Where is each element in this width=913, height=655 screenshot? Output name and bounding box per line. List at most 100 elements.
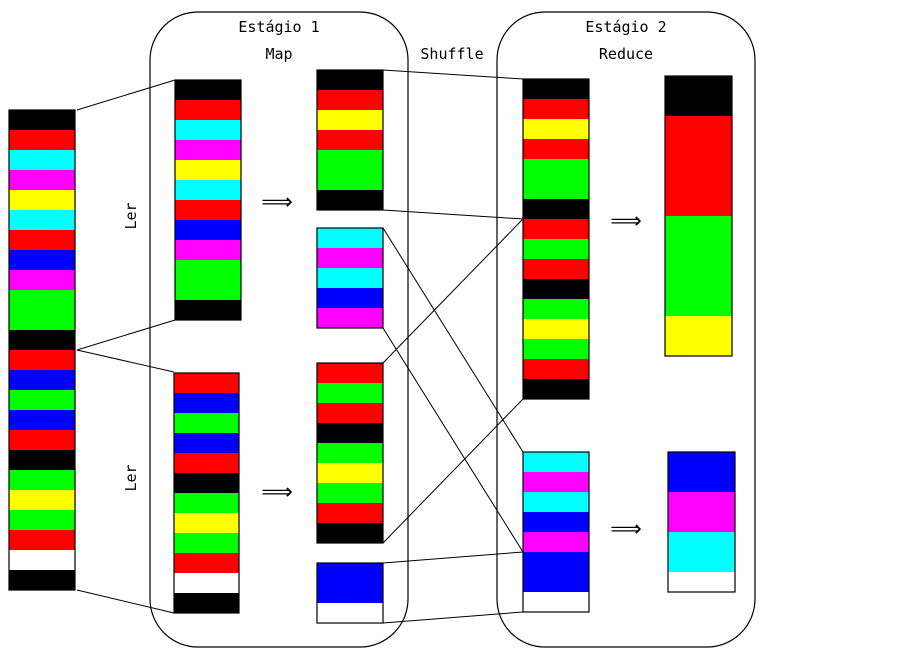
map-arrow-bottom: ⟹ (261, 480, 293, 505)
stack-outline (667, 451, 736, 593)
color-block (523, 319, 589, 339)
color-block (665, 136, 732, 156)
color-block (9, 230, 75, 250)
color-block (9, 290, 75, 310)
color-block (9, 390, 75, 410)
color-block (175, 260, 241, 280)
color-block (668, 552, 735, 572)
color-block (523, 492, 589, 512)
color-block (317, 463, 383, 483)
shuffle-line (382, 209, 524, 220)
map-arrow-top: ⟹ (261, 190, 293, 215)
color-block (668, 492, 735, 512)
stack-outline (174, 79, 242, 321)
map-output-stack-4 (316, 562, 384, 624)
color-block (175, 240, 241, 260)
color-block (523, 452, 589, 472)
shuffle-line (382, 327, 524, 553)
color-block (317, 523, 383, 543)
color-block (317, 308, 383, 328)
color-block (175, 180, 241, 200)
color-block (174, 373, 239, 393)
stack-outline (8, 109, 76, 591)
color-block (523, 199, 589, 219)
reduce-output-stack-2 (667, 451, 736, 593)
color-block (174, 413, 239, 433)
color-block (174, 453, 239, 473)
color-block (523, 572, 589, 592)
color-block (9, 150, 75, 170)
stack-outline (316, 69, 384, 211)
color-block (523, 359, 589, 379)
color-block (317, 423, 383, 443)
shuffle-line (382, 69, 524, 80)
color-block (175, 280, 241, 300)
color-block (523, 552, 589, 572)
color-block (9, 370, 75, 390)
map-output-stack-2 (316, 227, 384, 329)
color-block (317, 228, 383, 248)
color-block (174, 433, 239, 453)
color-block (665, 256, 732, 276)
color-block (665, 316, 732, 336)
stage1-frame (149, 11, 409, 648)
color-block (523, 179, 589, 199)
color-block (9, 130, 75, 150)
color-block (175, 80, 241, 100)
color-block (523, 472, 589, 492)
color-block (665, 276, 732, 296)
color-block (317, 90, 383, 110)
read-label-top: Ler (122, 202, 140, 229)
color-block (523, 379, 589, 399)
color-block (317, 70, 383, 90)
color-block (9, 410, 75, 430)
color-block (317, 383, 383, 403)
stage2-title: Estágio 2 (585, 18, 666, 36)
color-block (317, 268, 383, 288)
color-block (175, 300, 241, 320)
stack-outline (316, 362, 384, 544)
color-block (317, 170, 383, 190)
color-block (174, 393, 239, 413)
color-block (9, 310, 75, 330)
color-block (9, 270, 75, 290)
split-stack-top (174, 79, 242, 321)
color-block (523, 219, 589, 239)
color-block (523, 79, 589, 99)
color-block (523, 299, 589, 319)
stack-outline (664, 75, 733, 357)
color-block (175, 100, 241, 120)
stack-outline (316, 227, 384, 329)
color-block (668, 452, 735, 472)
color-block (9, 210, 75, 230)
color-block (317, 363, 383, 383)
color-block (523, 139, 589, 159)
color-block (175, 200, 241, 220)
color-block (174, 593, 239, 613)
shuffle-line (382, 551, 524, 564)
shuffle-line (382, 398, 524, 544)
stage1-title: Estágio 1 (238, 18, 319, 36)
shuffle-label: Shuffle (420, 45, 483, 63)
color-block (317, 603, 383, 623)
color-block (665, 156, 732, 176)
stack-outline (522, 451, 590, 613)
color-block (317, 563, 383, 583)
reduce-arrow-bottom: ⟹ (610, 517, 642, 542)
shuffle-line (382, 611, 524, 624)
split-line-bottom-start (76, 349, 175, 373)
color-block (174, 553, 239, 573)
stage2-frame (496, 11, 756, 648)
input-data-stack (8, 109, 76, 591)
color-block (665, 196, 732, 216)
color-block (523, 99, 589, 119)
color-block (9, 350, 75, 370)
stack-outline (316, 562, 384, 624)
split-line-top-end (76, 319, 176, 351)
color-block (317, 583, 383, 603)
color-block (317, 248, 383, 268)
reduce-output-stack-1 (664, 75, 733, 357)
color-block (665, 236, 732, 256)
color-block (174, 513, 239, 533)
color-block (523, 532, 589, 552)
